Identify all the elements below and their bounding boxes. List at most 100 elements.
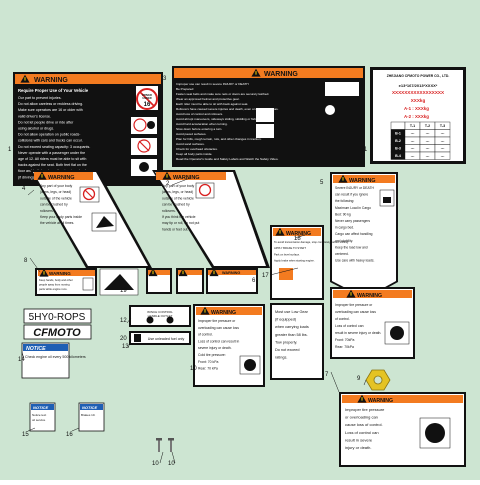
callout-3: 3 [163, 76, 167, 82]
l1lines-line: Make sure operators are 16 or older with [18, 108, 83, 112]
cargo-load-icon [379, 189, 395, 207]
callout-15: 15 [22, 432, 29, 438]
l7lines-line: Most use Low Gear [275, 310, 309, 314]
l9lines-line: overloading can cause loss [335, 310, 376, 314]
l2lines-line: Each rider must be able to sit with back… [176, 102, 248, 106]
l3lines-line: the vehicle at all times. [40, 221, 74, 225]
plate-table-text: --- [441, 154, 445, 158]
l4lines-line: may tip or roll, do not put [162, 221, 199, 225]
l10lines-line: Front: 70 kPa [198, 360, 218, 364]
label-14-notice-word: NOTICE [26, 346, 46, 352]
l2lines-line: Avoid hard acceleration when turning. [176, 122, 228, 126]
l3lines-line: (arms, legs, or head) [40, 190, 71, 194]
callout-9: 9 [357, 376, 361, 382]
plate-table-text: --- [426, 154, 430, 158]
label-8-signal-word: WARNING [49, 271, 71, 276]
l5lines-line: Severe INJURY or DEATH [335, 186, 374, 190]
callout-6: 6 [252, 278, 256, 284]
l10lines-line: of control. [198, 333, 213, 337]
callout-5: 5 [320, 180, 324, 186]
crush-hazard-icon [195, 182, 215, 199]
l4lines-line: hands or feet out. [162, 227, 188, 231]
label-1-pictogram-icons [131, 117, 157, 176]
l5lines-line: Cargo can affect handling [335, 232, 373, 236]
callout-7: 7 [325, 372, 329, 378]
callout-2: 2 [166, 181, 170, 187]
label-19-signal-word: WARNING [222, 271, 240, 275]
l13lines-line: Use unleaded fuel only [148, 337, 185, 341]
no-driver-under-16-icon: DRIVER UNDER 16 [136, 86, 158, 110]
l7lines-line: ratings. [275, 356, 287, 360]
moving-parts-icon [82, 277, 94, 291]
l1lines-line: age of 12. All riders must be able to si… [18, 157, 86, 161]
l1lines-line: valid driver's license. [18, 114, 51, 118]
label-2-improper-use: WARNING Improper use can result in sever… [172, 66, 365, 167]
l10lines-line: Cold tire pressure: [198, 353, 226, 357]
l1lines-line: Do not exceed seating capacity: 3 occupa… [18, 145, 90, 149]
l5lines-line: Maximum Load in Cargo [335, 206, 371, 210]
l10lines-line: Rear: 70 kPa [198, 367, 218, 371]
label-3-signal-word: WARNING [48, 175, 75, 181]
plate-table-text: --- [441, 139, 445, 143]
l1lines-line: Do not allow operation on public roads- [18, 133, 81, 137]
l9lines-line: of control. [335, 317, 350, 321]
label-1-proper-use: WARNING Require Proper Use of Your Vehic… [13, 72, 163, 186]
brand-plate-text: CFMOTO [33, 327, 81, 339]
hex-nut-icon [365, 369, 391, 391]
l2lines-line: Avoid paved surfaces. [176, 132, 207, 136]
l11lines-line: Improper tire pressure [345, 407, 385, 412]
label-2-pictograms [256, 82, 359, 138]
plate-a2: A-2 : XXXkg [404, 114, 429, 119]
callout-17: 17 [262, 273, 269, 279]
label-16-notice-word: NOTICE [82, 405, 97, 410]
l1lines-line: Do not allow careless or reckless drivin… [18, 102, 83, 106]
label-2-signal-word: WARNING [264, 71, 298, 78]
leader-lines [21, 177, 367, 464]
l2lines-line: Be Prepared [176, 87, 194, 91]
label-3-body-inside: WARNING Any part of your body(arms, legs… [30, 170, 152, 268]
l3lines-line: Keep your body parts inside [40, 215, 82, 219]
l5lines-line: the following: [335, 199, 354, 203]
l11lines-line: cause loss of control. [345, 422, 383, 427]
plate-a1: A-1 : XXXkg [404, 106, 429, 111]
label-4-hands-feet-inside: WARNING Any part of your body(arms, legs… [152, 170, 270, 268]
label-19-small-warnings: WARNING [146, 268, 258, 294]
l3lines-line: can be crushed by [40, 203, 68, 207]
l1lines-line: using alcohol or drugs. [18, 127, 54, 131]
plate-kg: XXXkg [411, 98, 426, 103]
l6lines-line: APPLY BRAKE TO START [274, 246, 306, 250]
l7lines-line: when carrying loads [275, 325, 309, 329]
label-4-signal-word: WARNING [173, 175, 200, 181]
callout-16: 16 [66, 432, 73, 438]
plate-table-text: --- [426, 139, 430, 143]
l7lines-line: (if equipped) [275, 318, 297, 322]
plate-table-text: --- [441, 147, 445, 151]
l10lines-line: Improper tire pressure or [198, 319, 236, 323]
l6lines-line: Apply brake when starting engine. [274, 259, 315, 263]
l15lines-line: oil service [32, 418, 46, 422]
callout-18: 18 [294, 236, 301, 242]
l3lines-line: rollovers. [40, 209, 54, 213]
l8lines-line: Keep hands, body and other [39, 278, 73, 282]
crush-hazard-icon [79, 186, 100, 203]
l2lines-line: Read the Operator's Guide and Safety Lab… [176, 157, 279, 161]
l1lines-line: collisions with cars and trucks can occu… [18, 139, 83, 143]
badge-top-text: DRIVER [142, 93, 152, 97]
l4lines-line: If you think the vehicle [162, 215, 196, 219]
plate-table-text: --- [411, 132, 415, 136]
plate-table-text: T-1 [410, 124, 415, 128]
fastener-icons [156, 438, 174, 452]
label-7-low-gear: Most use Low Gear (if equipped) when carry… [270, 303, 324, 380]
l2lines-line: Slow down before entering a turn. [176, 127, 222, 131]
l2lines-line: Fasten seat belts and make sure nets or … [176, 92, 269, 96]
l9lines-line: Loss of control can [335, 324, 364, 328]
plate-xx-line: XXXXXXXXXXXXXXXXX [392, 90, 445, 95]
l4lines-line: Any part of your body [162, 184, 195, 188]
l5lines-line: centered. [335, 252, 349, 256]
badge-age-text: 16 [144, 102, 151, 108]
callout-14: 14 [18, 357, 25, 363]
